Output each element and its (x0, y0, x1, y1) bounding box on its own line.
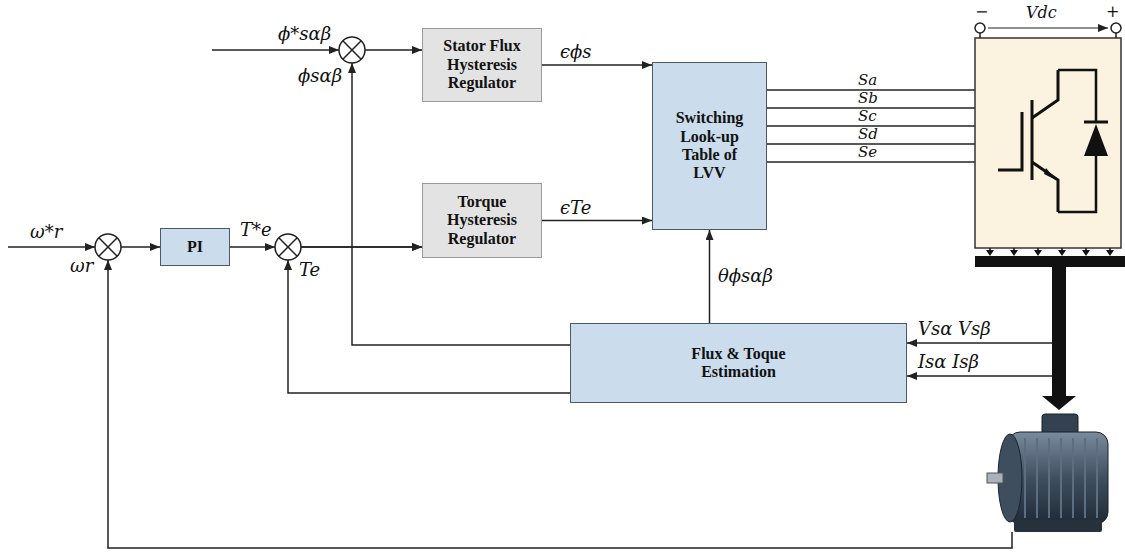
layout-drawing (8, 23, 1125, 548)
voltage-arrow (988, 27, 1108, 28)
signal-connector (709, 230, 711, 323)
arrow-head (348, 63, 356, 73)
error-wire (121, 246, 160, 248)
signal-label: ϵTe (560, 198, 591, 218)
box-label: PI (187, 238, 203, 256)
measurement-signal: Isα Isβ (918, 352, 979, 372)
reference-input-wire (8, 246, 95, 248)
summing-junction (339, 37, 365, 73)
igbt-collector (1032, 70, 1058, 118)
arrow-head (284, 260, 292, 270)
switch-signal: Sc (858, 108, 877, 125)
junction-cross (279, 238, 297, 256)
reference-input-wire (212, 49, 339, 51)
output-arrow-heads (986, 250, 1114, 256)
motor-feet (1014, 520, 1102, 532)
igbt-channel (1031, 100, 1034, 180)
pi-controller-box: PI (160, 228, 230, 266)
diode-bar (1084, 121, 1108, 124)
box-label: Flux & Toque Estimation (669, 345, 809, 382)
terminal-polarity: + (1106, 3, 1119, 21)
igbt-symbol (998, 70, 1108, 212)
junction-circle (95, 234, 121, 260)
cooling-fins (1025, 438, 1097, 518)
box-label: Torque Hysteresis Regulator (430, 193, 534, 248)
junction-cross (99, 238, 117, 256)
junction-cross (343, 41, 361, 59)
reference-signal: T*e (240, 220, 272, 240)
dc-voltage-label: Vdc (1026, 4, 1057, 22)
hysteresis-regulator-box: Torque Hysteresis Regulator (422, 183, 542, 258)
switch-signal: Sb (858, 90, 878, 107)
box-label: Switching Look-up Table of LVV (670, 109, 750, 183)
signal-connector (542, 220, 652, 222)
arrow-head (1082, 250, 1090, 256)
dc-terminal (975, 23, 985, 33)
lookup-table-box: Switching Look-up Table of LVV (652, 62, 767, 230)
motor-shaft (987, 473, 1003, 483)
gate-signal-wires (767, 90, 975, 162)
inverter-box (975, 38, 1121, 248)
signal-connector (288, 247, 570, 393)
gate-signal-wire (767, 161, 975, 163)
igbt-gate (998, 112, 1022, 170)
estimator-box: Flux & Toque Estimation (570, 323, 907, 403)
output-bus-bar (975, 256, 1125, 267)
diode-triangle (1084, 124, 1108, 156)
reference-signal: ω*r (30, 222, 62, 242)
dc-terminal (1111, 23, 1121, 33)
box-label: Stator Flux Hysteresis Regulator (430, 37, 534, 92)
arrow-head (1106, 250, 1114, 256)
switch-signal: Se (858, 144, 877, 161)
signal-connector (542, 64, 652, 66)
igbt-arrow (1044, 168, 1056, 180)
feedback-signal: Te (299, 260, 320, 280)
motor-body (1008, 432, 1108, 524)
switch-signal: Sa (858, 72, 877, 89)
motor-illustration (987, 414, 1108, 532)
feedback-signal: ωr (70, 256, 93, 276)
hysteresis-regulator-box: Stator Flux Hysteresis Regulator (422, 28, 542, 102)
arrow-head (1058, 250, 1066, 256)
voltage-measurement-wire (907, 342, 1052, 344)
power-arrow-head (1042, 396, 1076, 410)
speed-feedback-wire (108, 260, 1012, 548)
arrow-head (1010, 250, 1018, 256)
junction-circle (339, 37, 365, 63)
power-arrow-shaft (1052, 267, 1066, 397)
arrow-head (1034, 250, 1042, 256)
measurement-signal: Vsα Vsβ (918, 319, 991, 339)
current-measurement-wire (907, 375, 1052, 377)
signal-label: θϕsαβ (718, 266, 773, 286)
output-lead (990, 248, 1110, 251)
switch-signal: Sd (858, 126, 878, 143)
junction-circle (275, 234, 301, 260)
arrow-head (986, 250, 994, 256)
reference-signal: ϕ*sαβ (278, 24, 331, 44)
output-arrows (990, 248, 1110, 251)
arrow-head (265, 243, 275, 251)
igbt-emitter (1032, 162, 1058, 212)
signal-label: ϵϕs (560, 42, 592, 62)
feedback-signal: ϕsαβ (298, 66, 342, 86)
summing-junction (95, 234, 121, 260)
terminal-polarity: − (975, 3, 988, 21)
